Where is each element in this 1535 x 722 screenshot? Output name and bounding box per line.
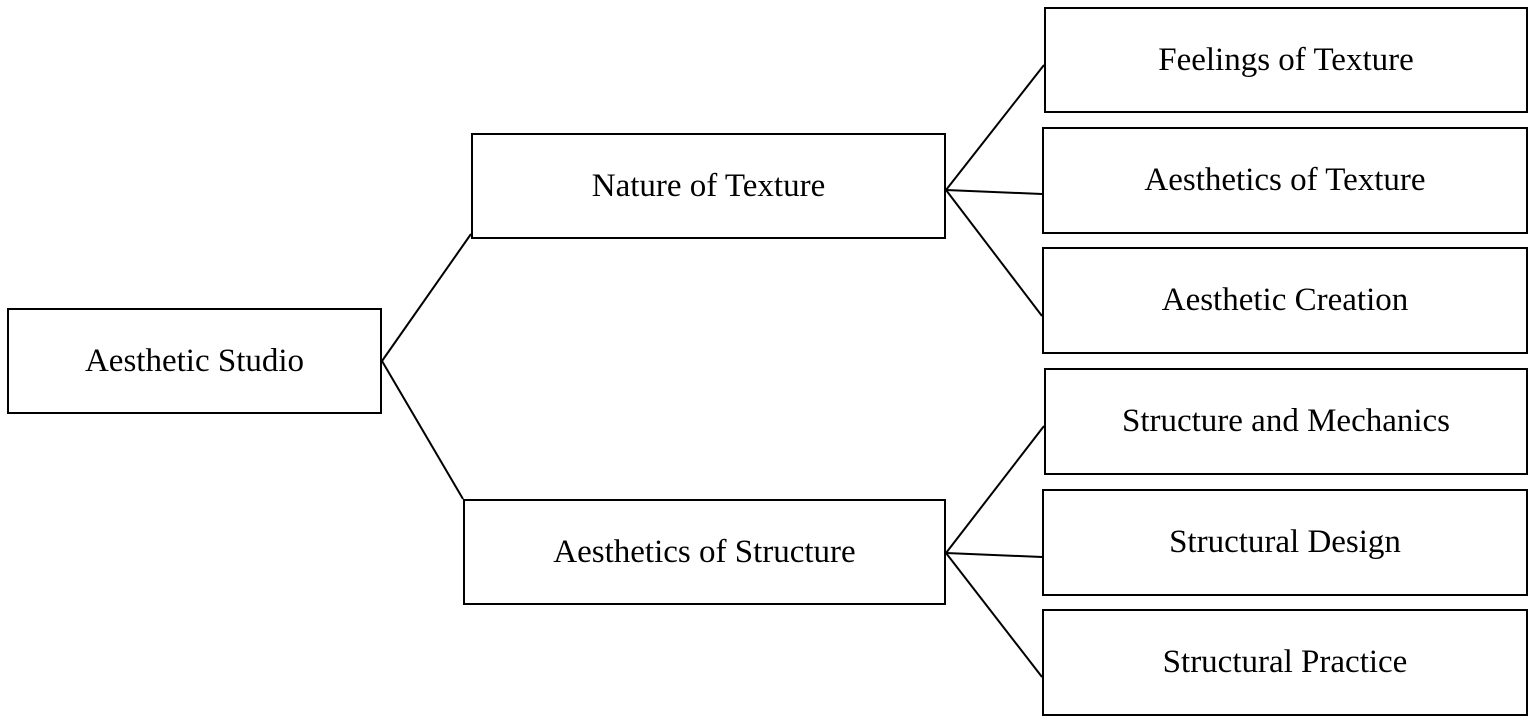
node-label: Aesthetics of Texture	[1144, 162, 1426, 198]
edge-root-aesthetics-of-structure	[381, 360, 464, 500]
edge-nature-aesthetic-creation	[945, 189, 1043, 317]
node-label: Structural Practice	[1162, 644, 1408, 680]
node-label: Feelings of Texture	[1158, 41, 1414, 78]
node-label: Structural Design	[1169, 524, 1401, 560]
node-aesthetics-of-texture: Aesthetics of Texture	[1042, 127, 1528, 234]
node-label: Structure and Mechanics	[1121, 403, 1451, 439]
edge-root-nature-of-texture	[381, 233, 472, 362]
node-feelings-of-texture: Feelings of Texture	[1044, 7, 1528, 113]
edge-structure-mechanics	[945, 425, 1045, 554]
node-label: Aesthetic Studio	[84, 342, 305, 379]
node-label: Nature of Texture	[591, 167, 826, 204]
node-structural-practice: Structural Practice	[1042, 609, 1528, 716]
node-structural-design: Structural Design	[1042, 489, 1528, 596]
edge-nature-aesthetics-texture	[945, 189, 1043, 195]
node-nature-of-texture: Nature of Texture	[471, 133, 946, 239]
node-structure-and-mechanics: Structure and Mechanics	[1044, 368, 1528, 475]
node-aesthetics-of-structure: Aesthetics of Structure	[463, 499, 946, 605]
node-label: Aesthetic Creation	[1161, 282, 1409, 318]
node-label: Aesthetics of Structure	[553, 533, 856, 570]
node-aesthetic-creation: Aesthetic Creation	[1042, 247, 1528, 354]
edge-structure-design	[945, 552, 1043, 558]
edge-nature-feelings	[945, 64, 1045, 191]
node-aesthetic-studio: Aesthetic Studio	[7, 308, 382, 414]
edge-structure-practice	[945, 552, 1043, 678]
